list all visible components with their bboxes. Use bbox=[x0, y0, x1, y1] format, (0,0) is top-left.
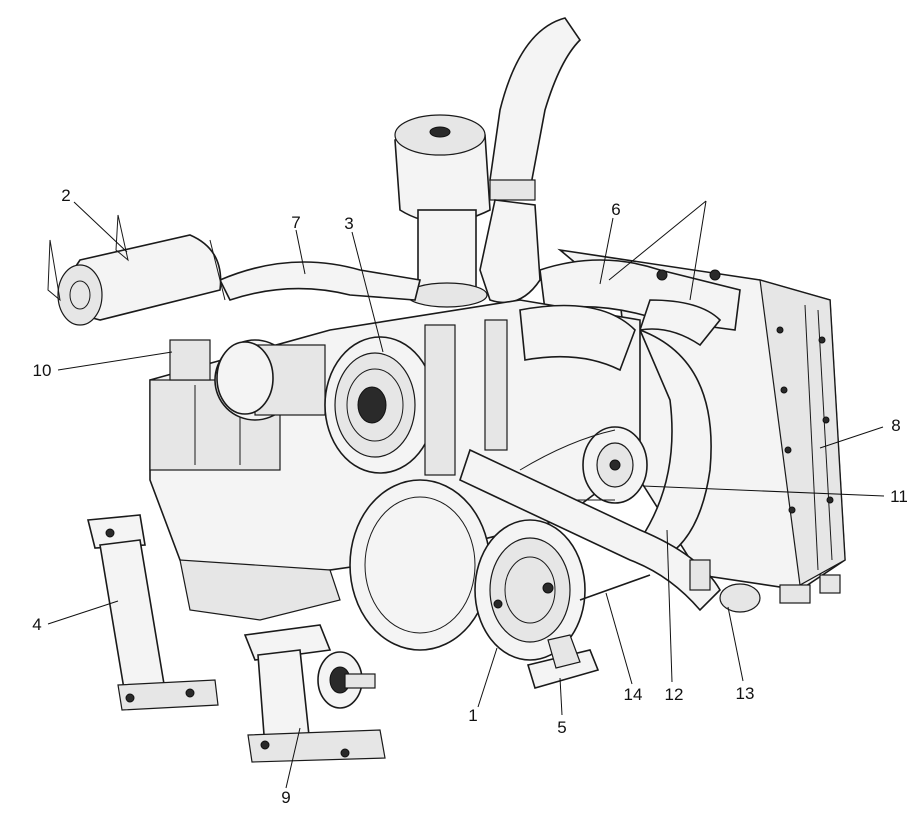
leader-1 bbox=[477, 647, 498, 708]
leader-6 bbox=[599, 217, 614, 285]
leader-11 bbox=[642, 485, 885, 497]
front-mount bbox=[526, 634, 600, 689]
leader-4 bbox=[47, 600, 119, 625]
leader-3 bbox=[351, 231, 384, 353]
pulley-assembly bbox=[349, 479, 586, 661]
intake-pipe bbox=[539, 259, 741, 347]
leader-2 bbox=[73, 201, 128, 253]
air-filter bbox=[394, 114, 491, 308]
callout-4: 4 bbox=[32, 615, 41, 634]
rear-mount bbox=[243, 624, 386, 763]
exhaust-pipe bbox=[479, 17, 582, 304]
callout-7: 7 bbox=[291, 213, 300, 232]
tension-rod bbox=[579, 574, 651, 601]
leader-6c bbox=[689, 200, 707, 301]
leader-8 bbox=[819, 426, 884, 449]
callout-2: 2 bbox=[61, 186, 70, 205]
callout-labels: 1 2 3 4 5 6 7 8 9 10 11 12 13 14 bbox=[32, 186, 908, 807]
leader-lines bbox=[47, 200, 885, 789]
coolant-pipe bbox=[459, 448, 761, 613]
callout-12: 12 bbox=[665, 685, 684, 704]
leader-13 bbox=[727, 606, 744, 682]
leader-9 bbox=[285, 727, 301, 789]
callout-3: 3 bbox=[344, 214, 353, 233]
starter-motor bbox=[169, 339, 274, 415]
callout-8: 8 bbox=[891, 416, 900, 435]
callout-6: 6 bbox=[611, 200, 620, 219]
cooler-pipe bbox=[218, 261, 421, 301]
callout-11: 11 bbox=[890, 487, 908, 506]
callout-13: 13 bbox=[736, 684, 755, 703]
callout-14: 14 bbox=[624, 685, 643, 704]
callout-5: 5 bbox=[557, 718, 566, 737]
callout-9: 9 bbox=[281, 788, 290, 807]
cooling-fan bbox=[324, 319, 508, 476]
callout-10: 10 bbox=[33, 361, 52, 380]
aux-pulley bbox=[519, 426, 648, 504]
leader-7 bbox=[295, 229, 306, 275]
leader-5 bbox=[559, 677, 563, 716]
leader-6b bbox=[608, 200, 707, 281]
leader-14 bbox=[605, 592, 633, 685]
leader-12 bbox=[666, 529, 673, 683]
callout-1: 1 bbox=[468, 706, 477, 725]
left-mount bbox=[86, 514, 219, 711]
leader-10 bbox=[57, 351, 173, 371]
air-receiver bbox=[47, 214, 226, 326]
